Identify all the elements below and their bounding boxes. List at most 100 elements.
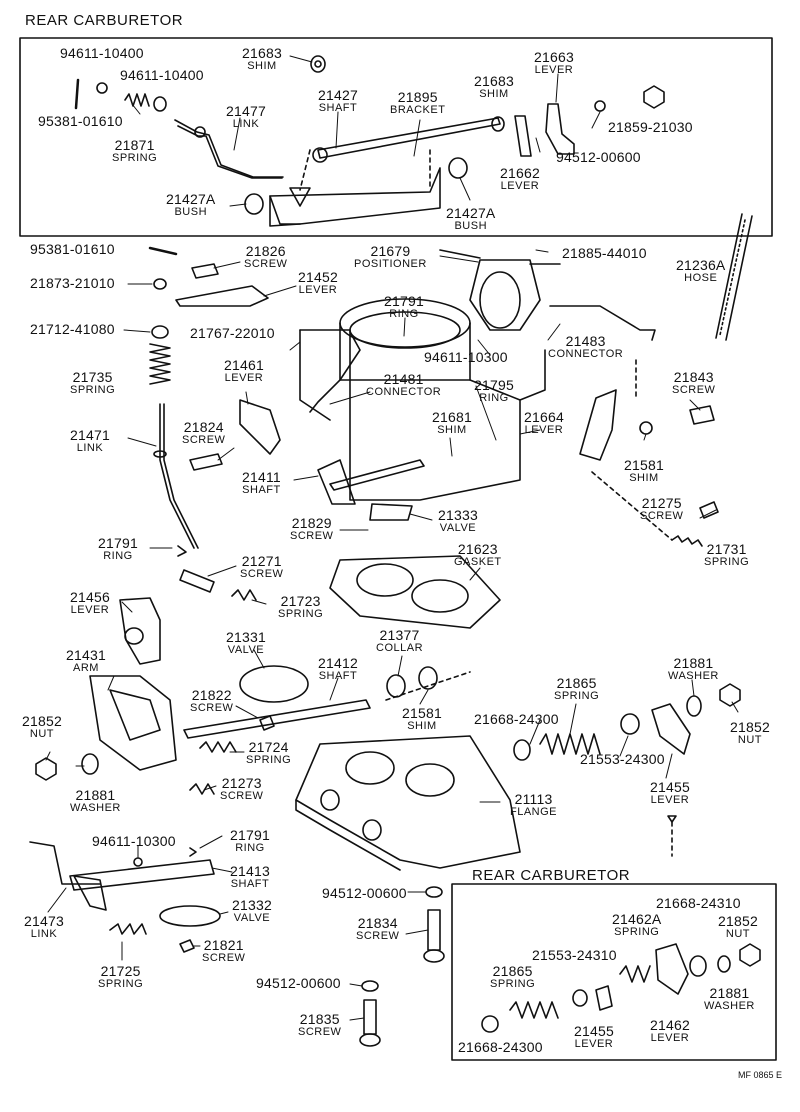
- part-label: 94611-10400: [60, 45, 144, 61]
- part-label: 21885-44010: [562, 245, 647, 261]
- part-label: 21767-22010: [190, 325, 275, 341]
- part-label: 94512-00600: [256, 975, 341, 991]
- right-spring-assembly: [513, 683, 741, 857]
- bottom-box-parts: [481, 943, 761, 1033]
- part-label: 21668-24310: [656, 895, 741, 911]
- right-side-parts: [579, 359, 719, 547]
- part-label: 21668-24300: [458, 1039, 543, 1055]
- middle-left-parts: [35, 545, 257, 781]
- screws-21834-21835: [359, 886, 445, 1047]
- connector-21483: [549, 305, 656, 341]
- shaft-21411: [317, 459, 425, 521]
- part-label: 95381-01610: [30, 241, 115, 257]
- part-label: 21859-21030: [608, 119, 693, 135]
- top-box-parts: [74, 55, 665, 227]
- part-label: 94611-10400: [120, 67, 204, 83]
- rear-carburetor-title-top: REAR CARBURETOR: [25, 12, 184, 29]
- part-label: 21712-41080: [30, 321, 115, 337]
- rear-carburetor-top-frame: [19, 37, 773, 237]
- carburetor-body: [299, 249, 561, 501]
- part-label: 94611-10300: [92, 833, 176, 849]
- part-label: 94512-00600: [556, 149, 641, 165]
- leader-lines: [45, 55, 739, 1021]
- rear-carburetor-title-bottom: REAR CARBURETOR: [472, 867, 631, 884]
- rear-carburetor-bottom-frame: [451, 883, 777, 1061]
- left-column-parts: [148, 246, 281, 549]
- drawing-code: MF 0865 E: [738, 1070, 783, 1080]
- flange-21113: [295, 735, 521, 871]
- part-label: 94611-10300: [424, 349, 508, 365]
- shaft-21413: [29, 841, 221, 953]
- part-label: 95381-01610: [38, 113, 123, 129]
- part-label: 21668-24300: [474, 711, 559, 727]
- shaft-21412: [183, 665, 471, 795]
- hose-21236a: [715, 213, 753, 341]
- part-label: 21553-24300: [580, 751, 665, 767]
- gasket-21623: [329, 555, 501, 629]
- part-label: 94512-00600: [322, 885, 407, 901]
